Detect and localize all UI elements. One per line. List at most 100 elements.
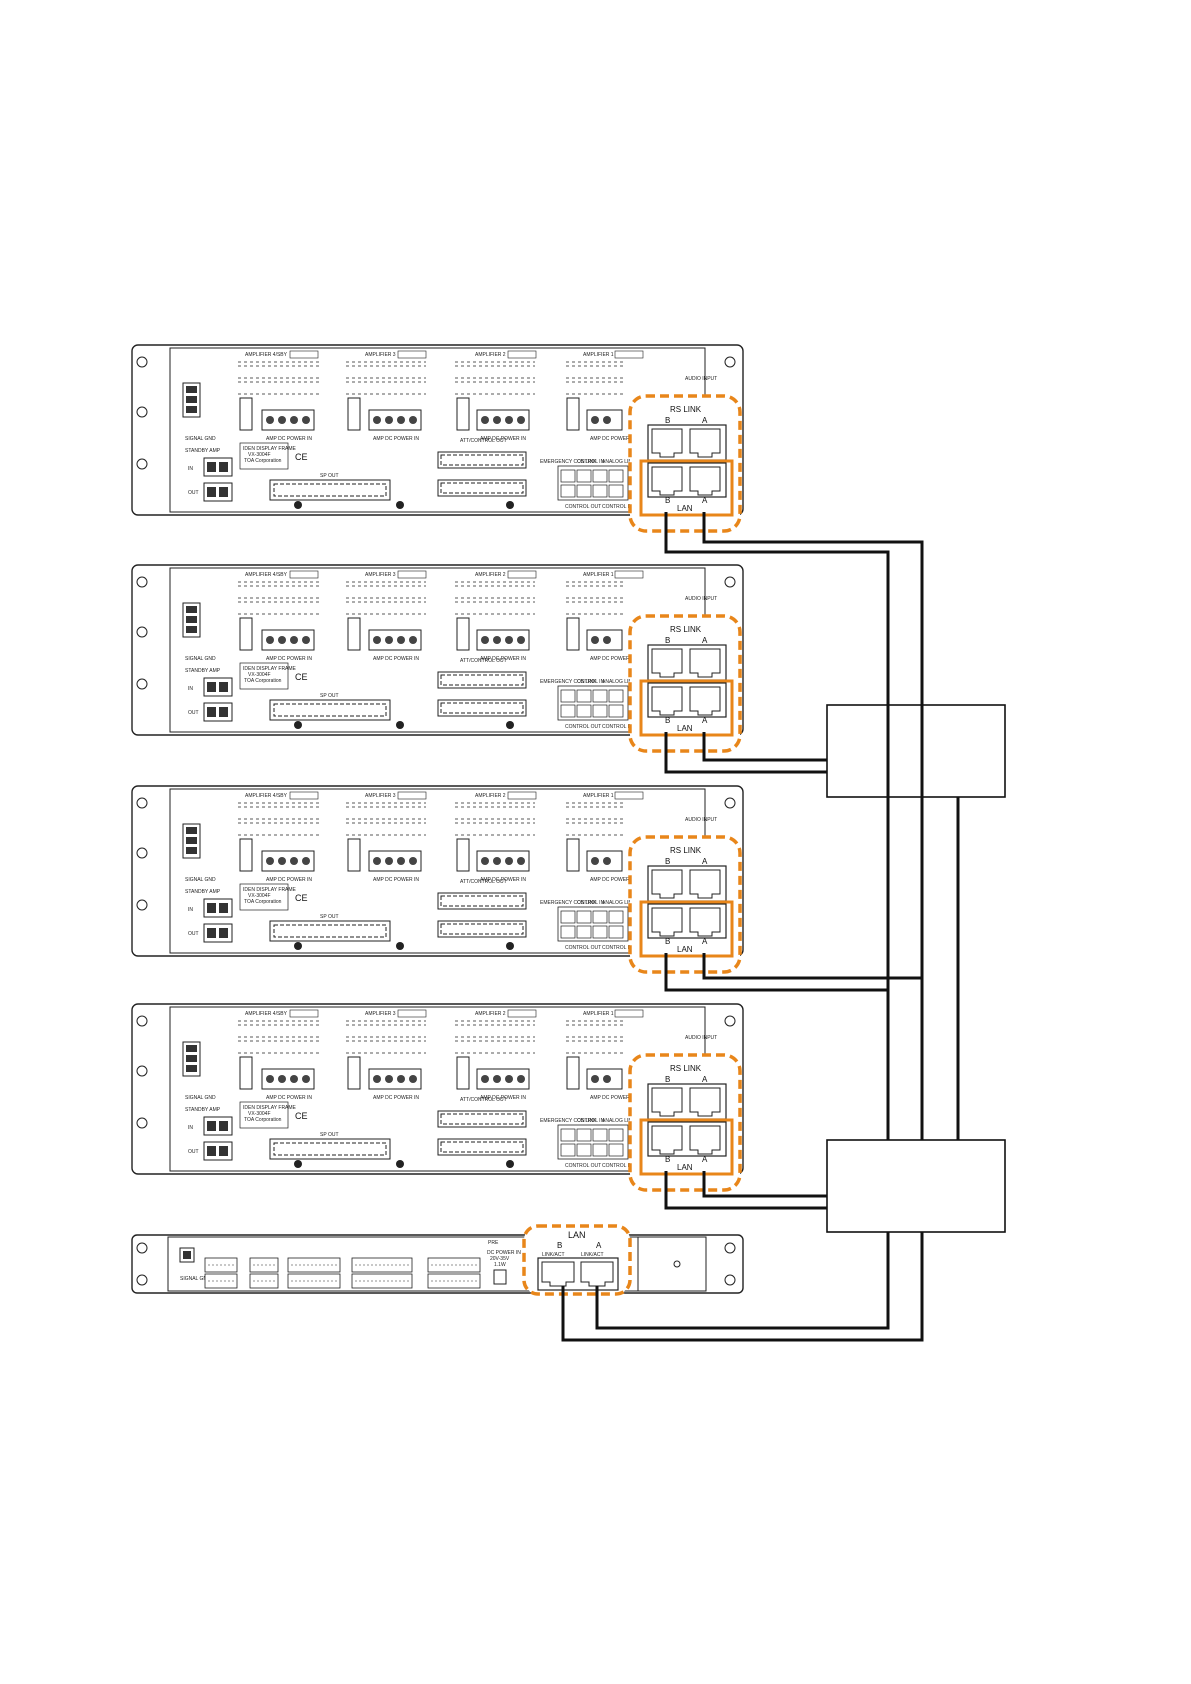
port-b-label: B [665, 496, 670, 505]
port-b-label: B [665, 857, 670, 866]
port-a-label: A [596, 1241, 602, 1250]
amp-label: AMPLIFIER 4/SBY [245, 572, 288, 578]
link-act-label: LINK/ACT [542, 1252, 565, 1258]
lan-highlight [639, 900, 734, 958]
lan-cable-a-frame-1 [702, 512, 924, 1140]
rs-link-label: RS LINK [670, 625, 702, 634]
analog-line-label: ANALOG LINE [602, 679, 636, 685]
signal-gnd-label: SIGNAL GND [185, 436, 216, 442]
rj45-port [689, 869, 721, 899]
amp-label: AMPLIFIER 4/SBY [245, 352, 288, 358]
emergency-label: EMERGENCY CONTROL IN [540, 1118, 605, 1124]
power-in-label: AMP DC POWER IN [266, 877, 312, 883]
nameplate-line: VX-3004F [248, 1111, 271, 1117]
audio-input-label: AUDIO INPUT [685, 596, 717, 602]
lan-label: LAN [677, 945, 693, 954]
audio-input-label: AUDIO INPUT [685, 376, 717, 382]
rj45-port [689, 1087, 721, 1117]
control-in-label: CONTROL IN [602, 1163, 633, 1169]
rj45-port [651, 466, 683, 496]
pre-label: PRE [488, 1240, 499, 1246]
in-label: IN [188, 686, 193, 692]
lan-cables [561, 512, 960, 1342]
power-in-label: AMP DC POWER IN [373, 1095, 419, 1101]
power-in-label: AMP DC POWER IN [373, 656, 419, 662]
sp-out-label: SP OUT [320, 693, 339, 699]
lan-highlight [639, 1118, 734, 1176]
rj45-port [651, 1087, 683, 1117]
nameplate-line: TOA Corporation [244, 678, 282, 684]
cs-link-label: CS LINK [577, 679, 597, 685]
amplifier-frame-1: AMPLIFIER 4/SBY AMPLIFIER 3 AMPLIFIER 2 … [131, 344, 744, 533]
rj45-port [689, 686, 721, 716]
ce-mark: CE [295, 452, 308, 462]
lan-highlight [639, 459, 734, 517]
port-a-label: A [702, 416, 708, 425]
sp-out-label: SP OUT [320, 914, 339, 920]
control-out-label: CONTROL OUT [565, 724, 601, 730]
nameplate-line: IDEN DISPLAY FRAME [243, 1105, 297, 1111]
network-switch-box [826, 1139, 1006, 1233]
port-b-label: B [665, 937, 670, 946]
out-label: OUT [188, 490, 199, 496]
amp-label: AMPLIFIER 2 [475, 572, 506, 578]
standby-label: STANDBY AMP [185, 448, 221, 454]
amp-label: AMPLIFIER 3 [365, 572, 396, 578]
rs-link-label: RS LINK [670, 1064, 702, 1073]
port-a-label: A [702, 1155, 708, 1164]
cs-link-label: CS LINK [577, 1118, 597, 1124]
rj45-port [651, 428, 683, 458]
analog-line-label: ANALOG LINE [602, 900, 636, 906]
lan-cable-b-frame-2 [664, 732, 827, 774]
port-a-label: A [702, 496, 708, 505]
lan-label: LAN [677, 724, 693, 733]
power-label: DC POWER IN [487, 1250, 521, 1256]
lan-cable-b-frame-3 [664, 953, 888, 992]
bottom-unit: SIGNAL GND PRE DC POWER IN 20V-35V 1.1W … [131, 1224, 744, 1296]
port-b-label: B [665, 416, 670, 425]
power-in-label: AMP DC POWER IN [480, 877, 526, 883]
power-in-label: AMP DC POWER IN [266, 436, 312, 442]
power-in-label: AMP DC POWER IN [266, 1095, 312, 1101]
rj45-port [580, 1261, 614, 1287]
lan-cable-b-frame-1 [664, 512, 890, 1140]
audio-input-label: AUDIO INPUT [685, 1035, 717, 1041]
port-a-label: A [702, 857, 708, 866]
nameplate-line: IDEN DISPLAY FRAME [243, 446, 297, 452]
nameplate-line: IDEN DISPLAY FRAME [243, 887, 297, 893]
signal-gnd-label: SIGNAL GND [180, 1276, 211, 1282]
cs-link-label: CS LINK [577, 459, 597, 465]
lan-label: LAN [568, 1230, 586, 1240]
analog-line-label: ANALOG LINE [602, 459, 636, 465]
nameplate-line: VX-3004F [248, 452, 271, 458]
amp-label: AMPLIFIER 4/SBY [245, 793, 288, 799]
nameplate-line: IDEN DISPLAY FRAME [243, 666, 297, 672]
lan-cable-a-bottom-unit [595, 1232, 890, 1330]
rs-link-label: RS LINK [670, 405, 702, 414]
port-b-label: B [665, 1155, 670, 1164]
amp-label: AMPLIFIER 2 [475, 793, 506, 799]
port-b-label: B [665, 716, 670, 725]
power-in-label: AMP DC POWER IN [373, 436, 419, 442]
rj45-port [651, 648, 683, 678]
power-label: 1.1W [494, 1262, 506, 1268]
emergency-label: EMERGENCY CONTROL IN [540, 679, 605, 685]
signal-gnd-label: SIGNAL GND [185, 1095, 216, 1101]
amp-label: AMPLIFIER 3 [365, 1011, 396, 1017]
in-label: IN [188, 1125, 193, 1131]
amplifier-frame-4: AMPLIFIER 4/SBY AMPLIFIER 3 AMPLIFIER 2 … [131, 1003, 744, 1192]
port-a-label: A [702, 636, 708, 645]
control-in-label: CONTROL IN [602, 504, 633, 510]
lan-cable-a-frame-3 [702, 953, 922, 980]
lan-label: LAN [677, 1163, 693, 1172]
signal-gnd-label: SIGNAL GND [185, 877, 216, 883]
port-a-label: A [702, 716, 708, 725]
standby-label: STANDBY AMP [185, 1107, 221, 1113]
att-control-label: ATT/CONTROL OUT [460, 1097, 507, 1103]
lan-label: LAN [677, 504, 693, 513]
rj45-port [689, 1125, 721, 1155]
power-in-label: AMP DC POWER IN [590, 877, 636, 883]
att-control-label: ATT/CONTROL OUT [460, 879, 507, 885]
in-label: IN [188, 466, 193, 472]
